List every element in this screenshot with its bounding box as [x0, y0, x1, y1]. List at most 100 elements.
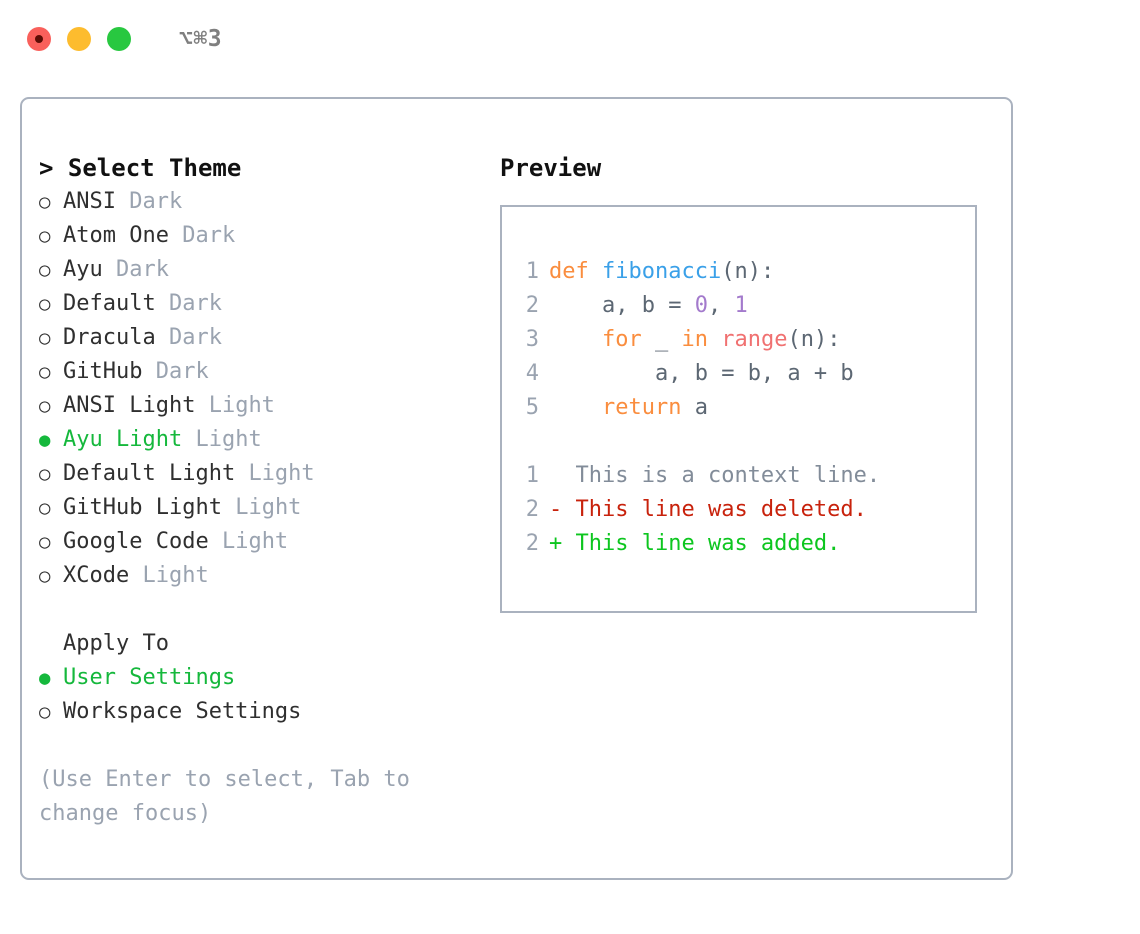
code-line: 5 return a — [513, 391, 969, 425]
theme-option[interactable]: ○ GitHub Light Light — [39, 491, 479, 525]
theme-option-label: ANSI Light — [63, 393, 196, 418]
diff-line: 1 This is a context line. — [513, 459, 969, 493]
radio-selected-icon: ● — [39, 667, 51, 689]
spacer — [513, 425, 969, 459]
apply-to-option-label: User Settings — [63, 665, 236, 690]
apply-to-list[interactable]: ● User Settings ○Workspace Settings — [39, 661, 479, 729]
code-token: _ — [654, 327, 682, 352]
close-button[interactable] — [27, 27, 51, 51]
code-token: for — [549, 327, 655, 352]
diff-line: 2- This line was deleted. — [513, 493, 969, 527]
radio-unselected-icon: ○ — [39, 395, 51, 417]
code-token: a, b — [549, 293, 669, 318]
spacer — [156, 287, 169, 321]
radio-unselected-icon: ○ — [39, 531, 51, 553]
radio-unselected-icon: ○ — [39, 225, 51, 247]
code-token: fibonacci — [601, 259, 722, 284]
theme-option-kind: Light — [208, 393, 275, 418]
line-number: 5 — [525, 395, 539, 420]
line-number: 3 — [525, 327, 539, 352]
code-line-text: def fibonacci(n): — [539, 255, 774, 289]
code-line-text: a, b = b, a + b — [539, 357, 854, 391]
radio-unselected-icon: ○ — [39, 497, 51, 519]
theme-option-label: Default Light — [63, 461, 236, 486]
zoom-button[interactable] — [107, 27, 131, 51]
radio-unselected-icon: ○ — [39, 293, 51, 315]
theme-option-kind: Light — [195, 427, 262, 452]
code-token: (n): — [787, 327, 841, 352]
theme-option[interactable]: ●Ayu Light Light — [39, 423, 479, 457]
spacer — [39, 729, 479, 763]
diff-line-text: + This line was added. — [539, 527, 840, 561]
theme-option-kind: Dark — [168, 325, 222, 350]
diff-line: 2+ This line was added. — [513, 527, 969, 561]
apply-to-heading: Apply To — [63, 631, 169, 656]
theme-option-label: XCode — [63, 563, 130, 588]
line-number: 2 — [525, 531, 539, 556]
diff-marker — [549, 463, 576, 488]
diff-content: This line was added. — [575, 531, 841, 556]
diff-content: This line was deleted. — [575, 497, 867, 522]
theme-option-kind: Dark — [116, 257, 169, 282]
radio-unselected-icon: ○ — [39, 463, 51, 485]
code-token: 1 — [734, 293, 748, 318]
code-token: 0 — [694, 293, 708, 318]
theme-list[interactable]: ○ANSI Dark○Atom One Dark○Ayu Dark○Defaul… — [39, 185, 479, 593]
theme-option-label: Google Code — [63, 529, 209, 554]
code-token: (n): — [721, 259, 775, 284]
radio-selected-icon: ● — [39, 429, 51, 451]
spacer — [209, 525, 222, 559]
spacer — [103, 253, 116, 287]
theme-option[interactable]: ○ Default Light Light — [39, 457, 479, 491]
theme-option-label: ANSI — [63, 189, 116, 214]
code-token: a — [694, 395, 708, 420]
code-token: return — [549, 395, 695, 420]
spacer — [129, 559, 142, 593]
apply-to-option[interactable]: ● User Settings — [39, 661, 479, 695]
code-token: range — [721, 327, 788, 352]
spacer — [116, 185, 129, 219]
apply-to-option[interactable]: ○Workspace Settings — [39, 695, 479, 729]
minimize-button[interactable] — [67, 27, 91, 51]
spacer — [182, 423, 195, 457]
radio-unselected-icon: ○ — [39, 327, 51, 349]
theme-option-kind: Dark — [129, 189, 183, 214]
radio-unselected-icon: ○ — [39, 191, 51, 213]
theme-option[interactable]: ○ ANSI Light Light — [39, 389, 479, 423]
theme-option[interactable]: ○ XCode Light — [39, 559, 479, 593]
code-token: b, a — [747, 361, 814, 386]
theme-option[interactable]: ○Google Code Light — [39, 525, 479, 559]
theme-option-label: GitHub Light — [63, 495, 222, 520]
spacer — [222, 491, 235, 525]
theme-selector-pane: > Select Theme ○ANSI Dark○Atom One Dark○… — [39, 151, 479, 831]
theme-option-label: Atom One — [63, 223, 169, 248]
theme-option-kind: Light — [248, 461, 315, 486]
theme-option-kind: Light — [142, 563, 209, 588]
spacer — [156, 321, 169, 355]
recording-indicator-icon — [35, 35, 43, 43]
spacer — [235, 457, 248, 491]
theme-option[interactable]: ○GitHub Dark — [39, 355, 479, 389]
theme-option-kind: Light — [235, 495, 302, 520]
line-number: 2 — [525, 293, 539, 318]
theme-option[interactable]: ○Atom One Dark — [39, 219, 479, 253]
code-token: , — [707, 293, 735, 318]
theme-option-kind: Dark — [168, 291, 222, 316]
line-number: 1 — [525, 259, 539, 284]
theme-option[interactable]: ○ ANSI Dark — [39, 185, 479, 219]
theme-option[interactable]: ○Default Dark — [39, 287, 479, 321]
theme-option-label: Dracula — [63, 325, 156, 350]
line-number: 4 — [525, 361, 539, 386]
diff-marker: + — [549, 531, 576, 556]
code-token: + — [813, 361, 841, 386]
code-token: = — [721, 361, 748, 386]
radio-unselected-icon: ○ — [39, 565, 51, 587]
code-token: = — [668, 293, 695, 318]
diff-content: This is a context line. — [575, 463, 881, 488]
radio-unselected-icon: ○ — [39, 259, 51, 281]
theme-option[interactable]: ○ Dracula Dark — [39, 321, 479, 355]
theme-option[interactable]: ○Ayu Dark — [39, 253, 479, 287]
